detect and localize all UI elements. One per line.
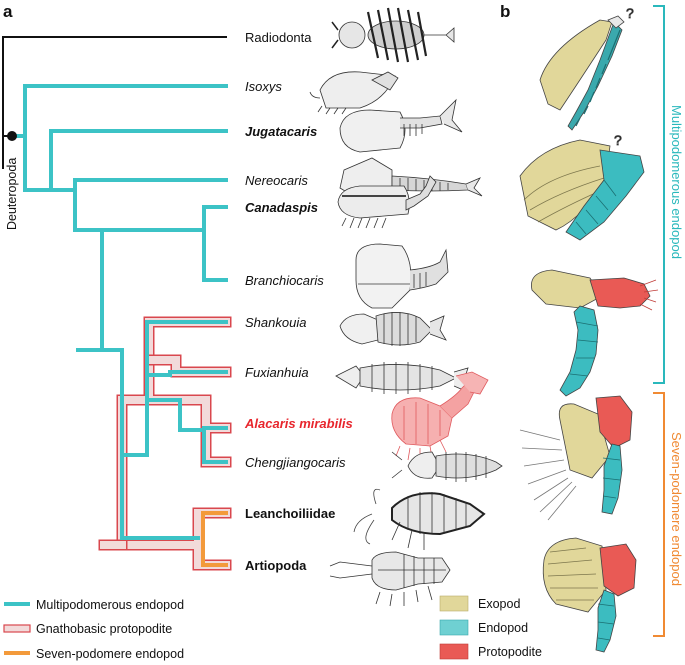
radiodonta-illustration <box>331 7 455 63</box>
limb-5 <box>542 537 637 653</box>
deuteropoda-label: Deuteropoda <box>5 158 19 230</box>
taxon-nereocaris: Nereocaris <box>245 173 308 188</box>
legend-swatch-seven-podomere <box>4 651 30 655</box>
taxon-fuxianhuia: Fuxianhuia <box>245 365 309 380</box>
cladogram <box>2 36 232 571</box>
root-branches <box>2 36 227 169</box>
taxon-leanchoiliidae: Leanchoiliidae <box>245 506 335 521</box>
multipodomerous-branches <box>11 84 228 540</box>
legend-endopod: Endopod <box>478 621 528 635</box>
legend-exopod: Exopod <box>478 597 520 611</box>
jugatacaris-illustration <box>339 98 463 153</box>
taxon-branchiocaris: Branchiocaris <box>245 273 324 288</box>
legend-swatch-endopod <box>439 619 469 636</box>
artiopoda-illustration <box>329 551 451 607</box>
taxon-shankouia: Shankouia <box>245 315 306 330</box>
tree-legend: Multipodomerous endopod Gnathobasic prot… <box>3 598 184 661</box>
multipodomerous-bracket <box>653 5 665 384</box>
limb-4 <box>519 395 633 521</box>
canadaspis-illustration <box>337 175 437 229</box>
multipodomerous-bracket-label: Multipodomerous endopod <box>669 105 684 259</box>
limb-2-question-mark: ? <box>614 132 622 148</box>
animal-illustrations <box>309 7 503 607</box>
seven-podomere-branches <box>201 511 228 567</box>
legend-swatch-exopod <box>439 595 469 612</box>
limb-3 <box>531 269 659 397</box>
right-brackets <box>653 5 665 637</box>
branchiocaris-illustration <box>355 243 449 309</box>
taxon-canadaspis: Canadaspis <box>245 200 318 215</box>
limb-illustrations: ? ? <box>519 5 659 653</box>
taxon-alacaris-mirabilis: Alacaris mirabilis <box>244 416 353 431</box>
taxon-chengjiangocaris: Chengjiangocaris <box>245 455 346 470</box>
alacaris-illustration <box>391 371 489 461</box>
taxon-jugatacaris: Jugatacaris <box>245 124 317 139</box>
limb-2: ? <box>519 132 645 241</box>
deuteropoda-node <box>7 131 17 141</box>
chengjiangocaris-illustration <box>391 451 503 482</box>
shankouia-illustration <box>339 312 447 346</box>
legend-protopodite: Protopodite <box>478 645 542 659</box>
legend-seven-podomere: Seven-podomere endopod <box>36 647 184 661</box>
fuxianhuia-illustration <box>335 362 469 394</box>
legend-swatch-gnathobasic <box>3 624 31 633</box>
leanchoiliidae-illustration <box>353 488 486 550</box>
limb-legend: Exopod Endopod Protopodite <box>439 595 542 660</box>
taxon-artiopoda: Artiopoda <box>245 558 307 573</box>
seven-podomere-bracket-label: Seven-podomere endopod <box>669 432 684 586</box>
taxon-labels: Radiodonta Isoxys Jugatacaris Nereocaris… <box>244 30 353 573</box>
limb-1-question-mark: ? <box>626 5 634 21</box>
taxon-radiodonta: Radiodonta <box>245 30 312 45</box>
taxon-isoxys: Isoxys <box>245 79 282 94</box>
panel-label-b: b <box>500 2 510 21</box>
limb-1: ? <box>539 5 634 131</box>
legend-multipodomerous: Multipodomerous endopod <box>36 598 184 612</box>
legend-swatch-protopodite <box>439 643 469 660</box>
isoxys-illustration <box>309 71 399 115</box>
legend-swatch-multipodomerous <box>4 602 30 606</box>
seven-podomere-bracket <box>653 392 665 637</box>
legend-gnathobasic: Gnathobasic protopodite <box>36 622 172 636</box>
panel-label-a: a <box>3 2 13 21</box>
